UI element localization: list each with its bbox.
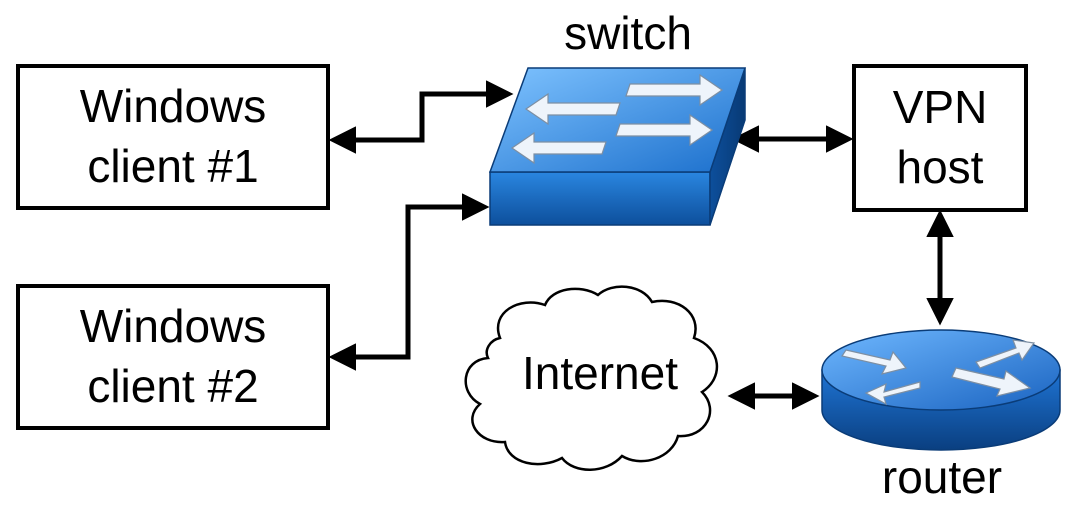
link-client1-switch bbox=[328, 80, 514, 154]
internet-label: Internet bbox=[522, 347, 678, 399]
vpn-line2: host bbox=[896, 141, 984, 193]
client2-line1: Windows bbox=[79, 300, 267, 353]
link-client2-switch bbox=[328, 193, 490, 371]
cloud-icon bbox=[464, 285, 719, 471]
router-label: router bbox=[881, 451, 1003, 503]
router-icon bbox=[821, 329, 1061, 451]
vpn-line1: VPN bbox=[892, 81, 988, 134]
vpn-host-box: VPN host bbox=[852, 64, 1028, 212]
client2-line2: client #2 bbox=[87, 360, 259, 412]
client1-line1: Windows bbox=[79, 80, 267, 133]
client1-line2: client #1 bbox=[87, 140, 259, 192]
connectors bbox=[328, 80, 954, 410]
switch-label: switch bbox=[564, 7, 692, 59]
windows-client-1-box: Windows client #1 bbox=[16, 64, 330, 210]
network-switch-icon bbox=[488, 67, 747, 226]
windows-client-2-box: Windows client #2 bbox=[16, 284, 330, 430]
